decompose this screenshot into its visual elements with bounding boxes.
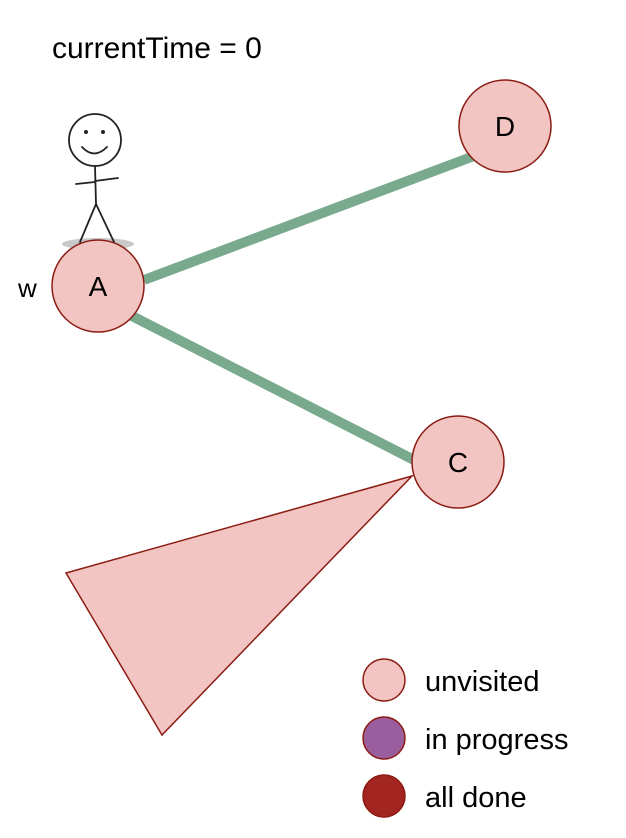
walker-left-eye — [84, 130, 88, 134]
legend-swatch-unvisited — [362, 658, 406, 702]
walker-head — [68, 113, 122, 167]
node-d — [458, 79, 552, 173]
node-a-label: A — [89, 271, 108, 302]
legend-label-unvisited: unvisited — [425, 666, 539, 698]
edge-a-d — [142, 151, 476, 285]
edge-a-c — [127, 310, 417, 465]
walker-right-leg — [95, 203, 115, 243]
walker-stick-figure — [62, 113, 134, 250]
current-time-label: currentTime = 0 — [52, 32, 262, 65]
node-d-label: D — [495, 111, 515, 142]
walker-left-leg — [79, 203, 97, 243]
legend-swatch-in-progress — [362, 716, 406, 760]
legend-label-in-progress: in progress — [425, 724, 568, 756]
legend: unvisited in progress all done — [362, 658, 568, 818]
walker-label: w — [17, 273, 37, 303]
node-c — [411, 415, 505, 509]
walker-smile — [81, 146, 108, 155]
legend-swatch-all-done — [362, 774, 406, 818]
legend-label-all-done: all done — [425, 782, 527, 814]
node-c-label: C — [448, 447, 468, 478]
walker-left-arm — [75, 181, 96, 185]
walker-right-arm — [94, 177, 119, 182]
subtree-triangle — [64, 474, 415, 737]
walker-body — [94, 165, 97, 205]
walker-right-eye — [101, 130, 105, 134]
node-a — [51, 239, 145, 333]
